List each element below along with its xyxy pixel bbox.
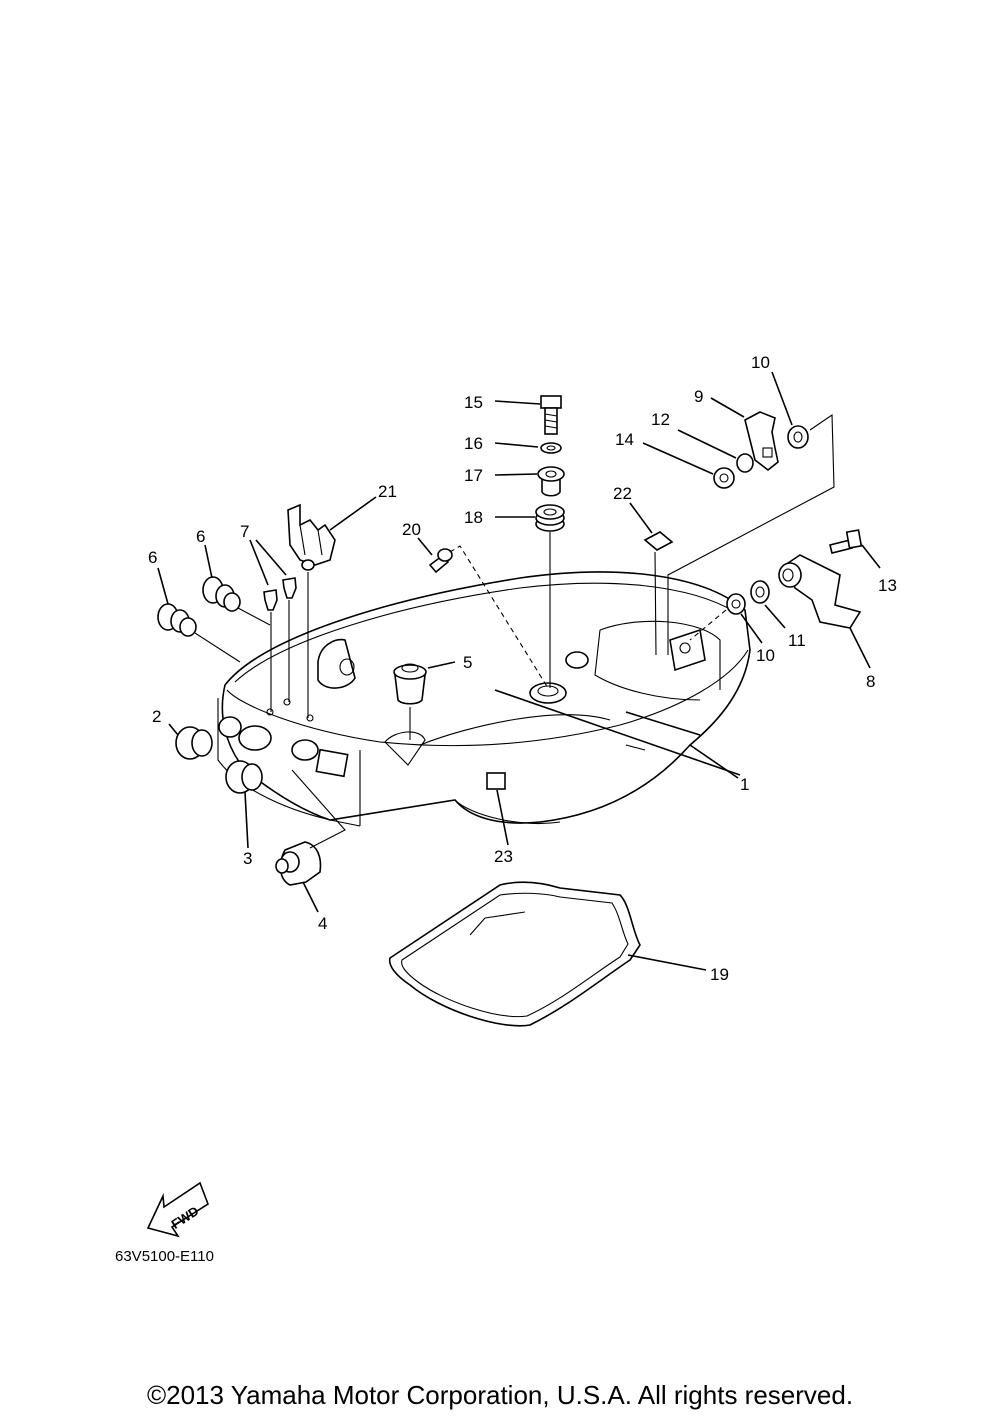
part-12-washer xyxy=(677,429,754,473)
callout-9: 9 xyxy=(694,387,703,406)
callout-18: 18 xyxy=(464,508,483,527)
bottom-cowling xyxy=(217,531,751,827)
part-6-grommet-a xyxy=(157,567,241,663)
part-1-leader xyxy=(689,744,739,779)
part-3-plug xyxy=(225,760,263,849)
gasket xyxy=(388,881,707,1027)
part-17-collar xyxy=(494,466,565,497)
callout-21: 21 xyxy=(378,482,397,501)
callout-13: 13 xyxy=(878,576,897,595)
part-13-bolt xyxy=(829,529,881,569)
part-9-bracket xyxy=(710,397,779,472)
callout-10b: 10 xyxy=(756,646,775,665)
callout-8: 8 xyxy=(866,672,875,691)
part-5-grommet xyxy=(393,661,456,740)
part-10-nut-b xyxy=(689,593,763,644)
callout-16: 16 xyxy=(464,434,483,453)
callout-2: 2 xyxy=(152,707,161,726)
callout-22: 22 xyxy=(613,484,632,503)
callout-6b: 6 xyxy=(196,527,205,546)
callout-3: 3 xyxy=(243,849,252,868)
callout-1: 1 xyxy=(740,775,749,794)
part-2-plug xyxy=(168,723,213,760)
callout-4: 4 xyxy=(318,914,327,933)
callout-labels: 1 2 3 4 5 6 6 7 8 9 10 10 11 12 13 14 15… xyxy=(148,353,897,984)
drawing-code: 63V5100-E110 xyxy=(115,1248,214,1265)
fwd-arrow-icon: FWD xyxy=(146,1181,209,1238)
copyright-notice: ©2013 Yamaha Motor Corporation, U.S.A. A… xyxy=(146,1380,854,1410)
callout-17: 17 xyxy=(464,466,483,485)
callout-14: 14 xyxy=(615,430,634,449)
part-18-grommet xyxy=(495,504,565,688)
part-16-washer xyxy=(494,442,562,454)
part-20-screw xyxy=(417,537,549,689)
part-15-bolt xyxy=(494,395,562,435)
callout-7: 7 xyxy=(240,522,249,541)
part-7-clips xyxy=(249,539,297,712)
part-14-nut xyxy=(642,442,735,489)
callout-12: 12 xyxy=(651,410,670,429)
callout-11: 11 xyxy=(788,631,806,650)
part-22-label xyxy=(629,502,657,656)
callout-6a: 6 xyxy=(148,548,157,567)
part-21-bracket xyxy=(287,496,377,718)
callout-23: 23 xyxy=(494,847,513,866)
part-6-grommet-b xyxy=(202,544,271,626)
part-10-nut-a xyxy=(667,371,835,655)
part-8-bracket xyxy=(778,554,871,669)
callout-20: 20 xyxy=(402,520,421,539)
callout-15: 15 xyxy=(464,393,483,412)
callout-10a: 10 xyxy=(751,353,770,372)
part-23-label-leader xyxy=(496,789,509,846)
callout-19: 19 xyxy=(710,965,729,984)
part-11-washer xyxy=(750,580,786,629)
part-4-grommet xyxy=(275,769,346,913)
callout-5: 5 xyxy=(463,653,472,672)
